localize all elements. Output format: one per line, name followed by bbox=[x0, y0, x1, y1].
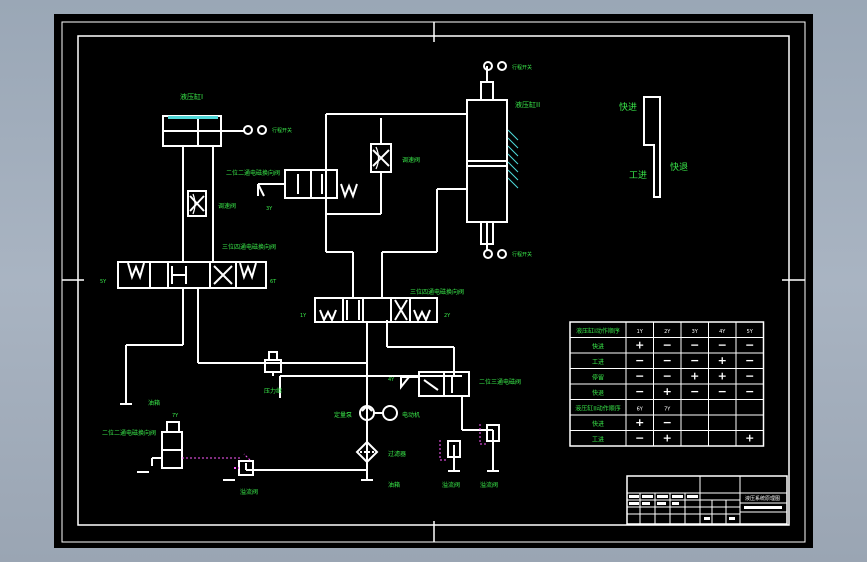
relief-valve-1-label: 溢流阀 bbox=[240, 488, 258, 496]
cylinder-2 bbox=[466, 61, 519, 259]
three-position-valve-center-label: 三位四通电磁换向阀 bbox=[410, 288, 464, 296]
table-cell: 7Y bbox=[664, 406, 671, 412]
table-cell: − bbox=[635, 431, 644, 444]
title-block bbox=[626, 475, 788, 525]
table-cell: 1Y bbox=[637, 329, 644, 335]
table-cell: − bbox=[718, 338, 727, 351]
pump-group bbox=[355, 404, 398, 464]
action-table: 液压缸I动作顺序 1Y 2Y 3Y 4Y 5Y 快进 + − − − − 工进 − − − + − 停留 − − + + − 快… bbox=[569, 321, 765, 447]
two-two-valve-left-code: 7Y bbox=[172, 413, 179, 419]
three-position-valve-center-code-right: 2Y bbox=[444, 313, 451, 319]
two-three-valve-right-label: 二位三通电磁阀 bbox=[479, 378, 521, 386]
two-two-valve-left bbox=[151, 421, 183, 469]
table-cell: − bbox=[663, 416, 672, 429]
table-cell: − bbox=[690, 354, 699, 367]
table-cell: − bbox=[635, 354, 644, 367]
table-cell: + bbox=[718, 369, 727, 382]
table-cell: − bbox=[745, 354, 754, 367]
pump-label: 定量泵 bbox=[334, 411, 352, 419]
motor-label: 电动机 bbox=[402, 411, 420, 419]
table-cell: − bbox=[745, 338, 754, 351]
table-cell: − bbox=[690, 338, 699, 351]
throttle-valve-2-label: 调速阀 bbox=[402, 156, 420, 164]
table-cell: 5Y bbox=[747, 329, 754, 335]
three-position-valve-left-code-left: 5Y bbox=[100, 279, 107, 285]
cylinder-1 bbox=[162, 115, 267, 147]
table-row-label: 快退 bbox=[592, 389, 604, 397]
centering-marks bbox=[62, 22, 805, 542]
table-cell: − bbox=[635, 385, 644, 398]
two-two-valve-top-label: 二位二通电磁换向阀 bbox=[226, 169, 280, 177]
title-block-header: 液压系统原理图 bbox=[745, 495, 780, 502]
table-cell: 2Y bbox=[664, 329, 671, 335]
motion-diagram bbox=[643, 96, 661, 198]
table-cell: + bbox=[745, 431, 754, 444]
relief-valve-2-label: 溢流阀 bbox=[442, 481, 460, 489]
table-cell: − bbox=[745, 369, 754, 382]
table-row-label: 工进 bbox=[592, 435, 604, 443]
table-cell: − bbox=[718, 385, 727, 398]
cylinder-1-switch-label: 行程开关 bbox=[272, 127, 292, 134]
table-row-label: 液压缸II动作顺序 bbox=[575, 404, 621, 412]
relief-valve-3-label: 溢流阀 bbox=[480, 481, 498, 489]
hydraulic-lines bbox=[125, 66, 494, 480]
relief-valve-pilots bbox=[243, 424, 487, 461]
table-row-label: 工进 bbox=[592, 358, 604, 366]
table-cell: − bbox=[663, 369, 672, 382]
table-cell: + bbox=[690, 369, 699, 382]
pressure-relay-label: 压力继 bbox=[264, 387, 282, 395]
throttle-valve-1-label: 调速阀 bbox=[218, 202, 236, 210]
two-two-valve-left-label: 二位二通电磁换向阀 bbox=[102, 429, 156, 437]
three-position-valve-left-label: 三位四通电磁换向阀 bbox=[222, 243, 276, 251]
table-cell: + bbox=[635, 338, 644, 351]
table-cell: + bbox=[663, 385, 672, 398]
cylinder-2-switch-top: 行程开关 bbox=[512, 64, 532, 71]
pressure-relay bbox=[264, 351, 282, 376]
two-two-valve-top-code: 3Y bbox=[266, 206, 273, 212]
table-row-label: 快进 bbox=[592, 420, 604, 428]
table-cell: + bbox=[663, 431, 672, 444]
table-cell: − bbox=[663, 338, 672, 351]
table-cell: 6Y bbox=[637, 406, 644, 412]
two-three-valve-right bbox=[400, 371, 470, 397]
table-cell: + bbox=[635, 416, 644, 429]
tank-label: 油箱 bbox=[388, 481, 400, 489]
three-position-valve-left-code-right: 6T bbox=[270, 279, 277, 285]
table-cell: + bbox=[718, 354, 727, 367]
table-cell: 4Y bbox=[719, 329, 726, 335]
cylinder-2-switch-bottom: 行程开关 bbox=[512, 251, 532, 258]
drawing-background bbox=[54, 14, 813, 548]
three-position-valve-left bbox=[117, 261, 267, 289]
table-cell: − bbox=[635, 369, 644, 382]
table-row-label: 快进 bbox=[592, 342, 604, 350]
relief-valves bbox=[234, 424, 500, 476]
cylinder-2-label: 液压缸II bbox=[515, 100, 540, 109]
two-two-valve-top bbox=[257, 169, 358, 199]
two-three-valve-right-code: 4Y bbox=[388, 377, 395, 383]
table-row-label: 停留 bbox=[592, 373, 604, 381]
table-cell: − bbox=[690, 385, 699, 398]
throttle-valve-1 bbox=[187, 190, 207, 217]
motion-fast-back-label: 快退 bbox=[670, 161, 688, 173]
motion-work-in-label: 工进 bbox=[629, 170, 647, 181]
title-block-ticks bbox=[629, 495, 782, 520]
cylinder-1-label: 液压缸I bbox=[180, 92, 203, 101]
tank-left-label: 油箱 bbox=[148, 399, 160, 407]
table-cell: 3Y bbox=[692, 329, 699, 335]
table-cell: − bbox=[745, 385, 754, 398]
table-cell: − bbox=[663, 354, 672, 367]
filter-label: 过滤器 bbox=[388, 450, 406, 458]
throttle-valve-2 bbox=[370, 143, 392, 173]
tank-symbols bbox=[120, 403, 499, 481]
three-position-valve-center-code-left: 1Y bbox=[300, 313, 307, 319]
motion-fast-in-label: 快进 bbox=[619, 101, 637, 113]
table-row-label: 液压缸I动作顺序 bbox=[576, 327, 620, 335]
three-position-valve-center bbox=[314, 297, 438, 323]
